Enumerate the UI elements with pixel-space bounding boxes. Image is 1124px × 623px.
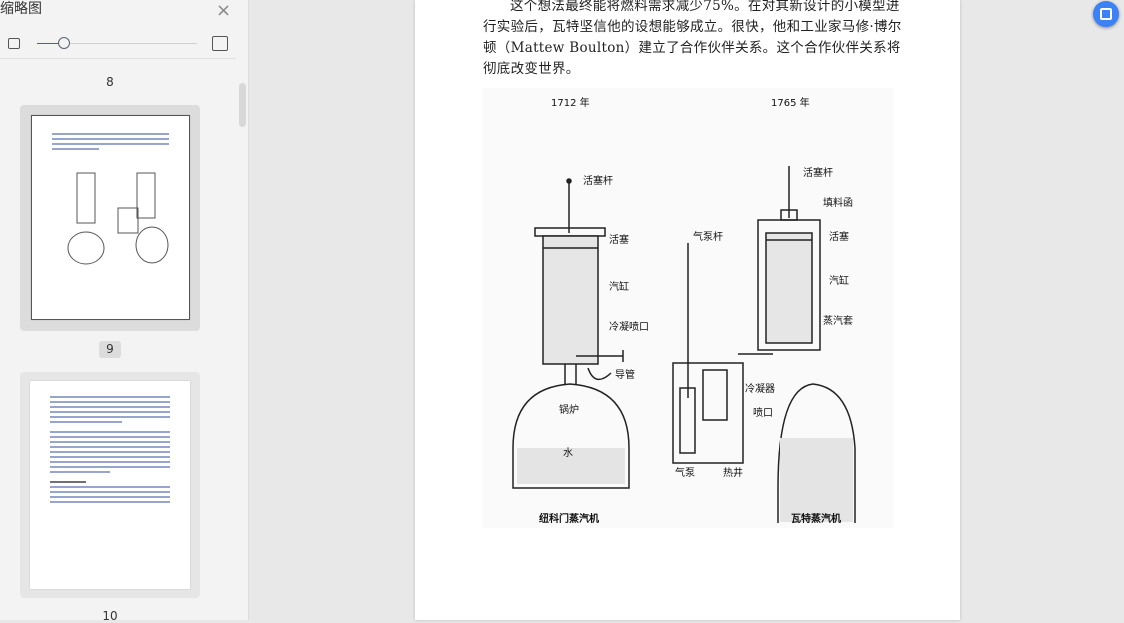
- thumbnail-figure: [67, 172, 169, 265]
- caption-right: 瓦特蒸汽机: [791, 512, 841, 525]
- label-piston-right: 活塞: [829, 230, 849, 243]
- page-label: 10: [102, 609, 118, 623]
- caption-left: 纽科门蒸汽机: [539, 512, 599, 525]
- year-left: 1712 年: [551, 96, 590, 109]
- steam-engine-figure: 1712 年 1765 年 活塞杆 活塞 汽缸 冷凝喷口 导管 锅炉 水 纽科门…: [483, 88, 893, 528]
- year-right: 1765 年: [771, 96, 810, 109]
- label-nozzle-right: 喷口: [753, 407, 773, 419]
- page-label-selected: 9: [99, 341, 121, 358]
- translate-icon[interactable]: [1093, 1, 1119, 27]
- large-image-icon[interactable]: [212, 36, 228, 51]
- slider-knob[interactable]: [58, 37, 71, 49]
- label-pipe: 导管: [615, 368, 635, 381]
- thumbnail-size-slider[interactable]: [37, 37, 197, 49]
- thumbnail-page-9[interactable]: [20, 105, 200, 331]
- label-stuffing-box: 填料函: [823, 196, 853, 209]
- close-icon[interactable]: ×: [216, 0, 232, 21]
- body-paragraph: 这个想法最终能将燃料需求减少75%。在对其新设计的小模型进行实验后，瓦特坚信他的…: [483, 0, 902, 77]
- label-pump: 气泵: [675, 466, 695, 479]
- label-nozzle: 冷凝喷口: [609, 320, 649, 333]
- thumbnail-sidebar: 缩略图 × 8 9 10: [0, 0, 249, 623]
- label-cylinder: 汽缸: [609, 280, 629, 293]
- small-image-icon[interactable]: [8, 38, 20, 49]
- newcomen-engine-drawing: [512, 178, 630, 489]
- label-condenser: 冷凝器: [745, 382, 775, 395]
- label-piston-rod-right: 活塞杆: [803, 166, 833, 179]
- page-label: 8: [106, 75, 114, 89]
- sidebar-title: 缩略图: [0, 1, 42, 17]
- label-boiler: 锅炉: [559, 404, 579, 416]
- label-pump-rod: 气泵杆: [693, 230, 723, 243]
- label-jacket: 蒸汽套: [823, 314, 853, 327]
- label-piston: 活塞: [609, 233, 629, 246]
- sidebar-scrollbar[interactable]: [239, 83, 246, 127]
- label-cylinder-right: 汽缸: [829, 274, 849, 287]
- watt-engine-drawing: [672, 166, 856, 523]
- label-piston-rod: 活塞杆: [583, 174, 613, 187]
- divider: [0, 58, 236, 59]
- label-hotwell: 热井: [723, 466, 743, 479]
- label-water: 水: [563, 447, 573, 459]
- thumbnail-page-10[interactable]: [20, 372, 200, 598]
- document-page: 这个想法最终能将燃料需求减少75%。在对其新设计的小模型进行实验后，瓦特坚信他的…: [415, 0, 960, 620]
